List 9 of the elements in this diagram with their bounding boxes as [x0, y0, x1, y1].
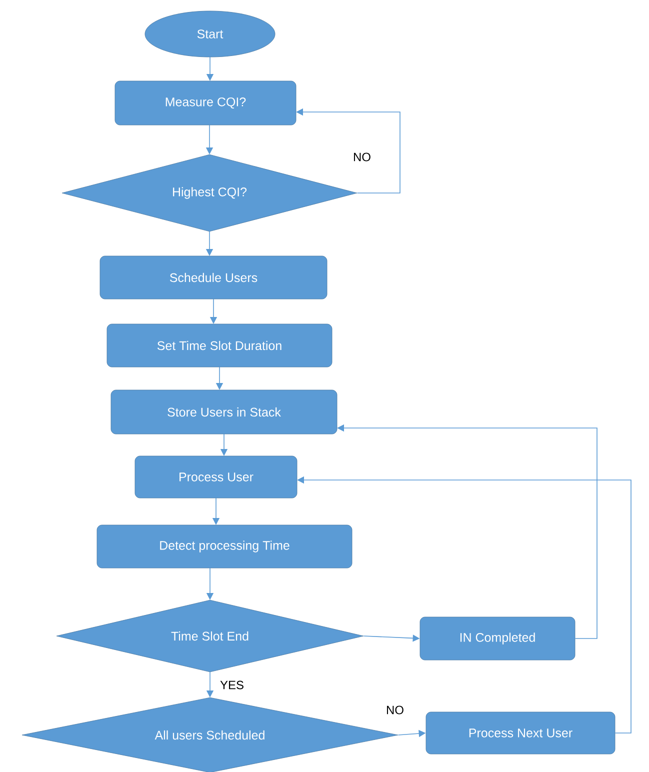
process-box: Process Next User — [426, 712, 616, 754]
process-box: IN Completed — [420, 616, 576, 660]
process-box: Detect processing Time — [96, 524, 352, 568]
process-box: Schedule Users — [100, 256, 328, 300]
process-box: Store Users in Stack — [110, 390, 338, 434]
process-box: Measure CQI? — [114, 80, 296, 126]
process-box: Set Time Slot Duration — [106, 324, 332, 368]
process-box: Process User — [134, 456, 298, 498]
edge-label: YES — [219, 680, 245, 690]
